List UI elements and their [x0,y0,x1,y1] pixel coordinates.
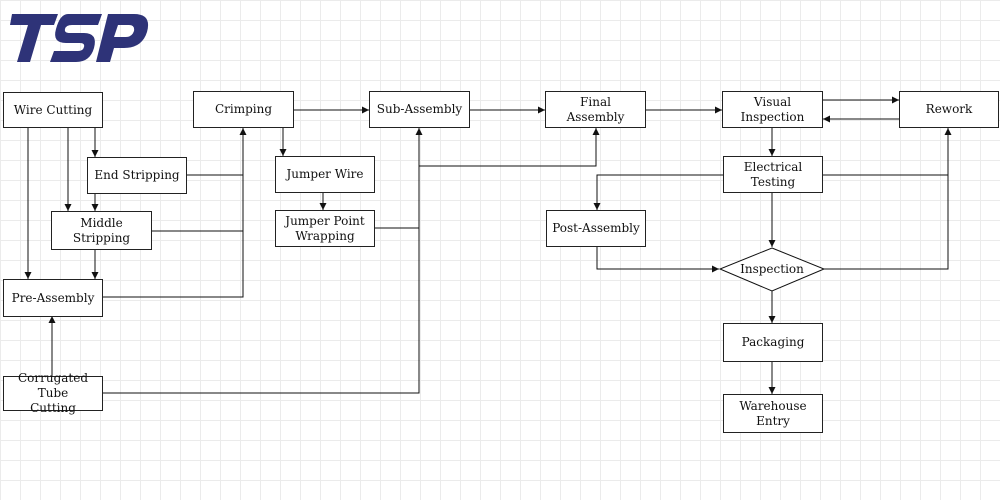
node-visual-inspection: Visual Inspection [722,91,823,128]
edge-post-assembly-to-inspection [596,247,719,273]
edge-electrical-to-rework [822,128,952,176]
node-jumper-point-wrapping: Jumper Point Wrapping [275,210,375,247]
edge-inspection-to-rework [824,175,949,270]
node-jumper-wire: Jumper Wire [275,156,375,193]
node-inspection-label: Inspection [740,262,804,276]
node-post-assembly: Post-Assembly [546,210,646,247]
node-wire-cutting: Wire Cutting [3,92,103,128]
node-packaging: Packaging [723,323,823,362]
node-middle-stripping: Middle Stripping [51,211,152,250]
node-pre-assembly: Pre-Assembly [3,279,103,317]
edge-branch-to-final-assembly [419,128,600,167]
node-warehouse-entry: Warehouse Entry [723,394,823,433]
node-final-assembly: Final Assembly [545,91,646,128]
inspection-diamond [718,247,826,292]
node-electrical-testing: Electrical Testing [723,156,823,193]
node-rework: Rework [899,91,999,128]
node-crimping: Crimping [193,91,294,128]
edge-wrapping-to-sub-assembly [374,128,423,229]
node-end-stripping: End Stripping [87,157,187,194]
tsp-logo [10,14,149,62]
node-sub-assembly: Sub-Assembly [369,91,470,128]
node-corrugated-tube-cutting: Corrugated Tube Cutting [3,371,103,415]
edge-pre-assembly-to-crimping [102,128,247,298]
edge-electrical-to-post-assembly [593,174,723,210]
edge-corrugated-to-sub-assembly [102,228,420,394]
